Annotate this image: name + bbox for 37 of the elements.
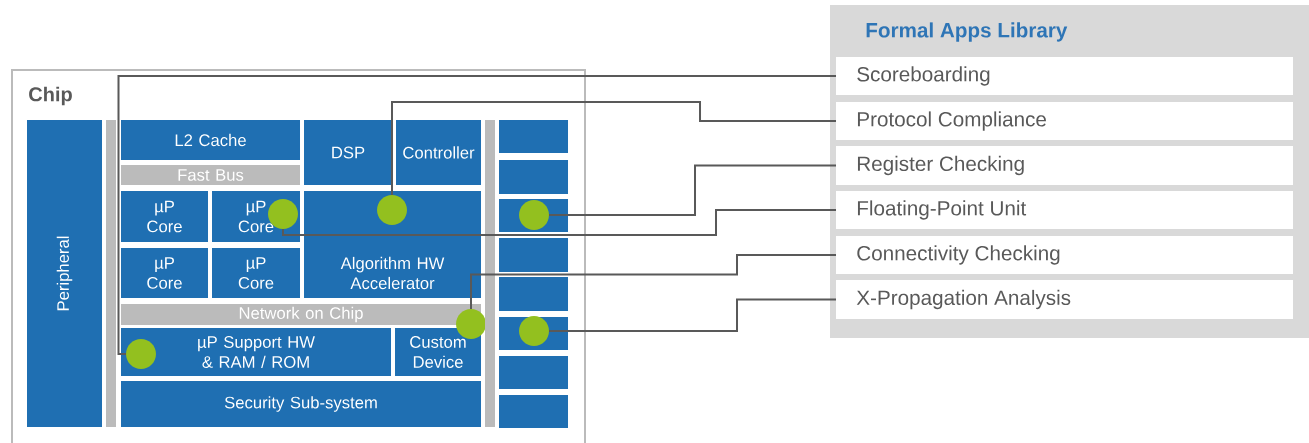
connector-line [282, 209, 837, 236]
list-item-box: Floating-Point Unit [836, 191, 1293, 229]
block-box: Peripheral [27, 120, 102, 427]
block-box: Controller [396, 120, 481, 185]
block-box [499, 238, 568, 272]
block-box: Security Sub-system [121, 381, 481, 427]
bus-band: Fast Bus [121, 165, 300, 185]
block-box [499, 277, 568, 311]
block-box: µP Support HW & RAM / ROM [121, 328, 391, 376]
list-item-box: Register Checking [836, 146, 1293, 185]
connection-dot [126, 339, 156, 369]
list-item-box: X-Propagation Analysis [836, 280, 1293, 319]
block-box [499, 160, 568, 194]
block-box: µP Core [212, 248, 300, 298]
block-box [499, 395, 568, 428]
connector-line [470, 254, 837, 310]
list-item-box: Connectivity Checking [836, 236, 1293, 274]
bus-rail [106, 120, 116, 427]
connector-line [391, 101, 837, 196]
block-box: Custom Device [395, 328, 481, 376]
connection-dot [377, 195, 407, 225]
list-item-box: Protocol Compliance [836, 102, 1293, 140]
connection-dot [519, 200, 549, 230]
block-box: µP Core [121, 248, 208, 298]
block-box: Algorithm HW Accelerator [304, 191, 481, 298]
block-box [499, 356, 568, 389]
connector-line [548, 164, 837, 216]
block-box: µP Core [121, 191, 208, 242]
list-item-box: Scoreboarding [836, 57, 1293, 95]
bus-band: Network on Chip [121, 304, 481, 325]
connection-dot [519, 316, 549, 346]
connector-line [548, 298, 837, 332]
block-box [499, 120, 568, 153]
bus-rail [485, 120, 495, 427]
block-box: DSP [304, 120, 392, 185]
block-box: L2 Cache [121, 120, 300, 160]
connector-line [117, 75, 837, 355]
